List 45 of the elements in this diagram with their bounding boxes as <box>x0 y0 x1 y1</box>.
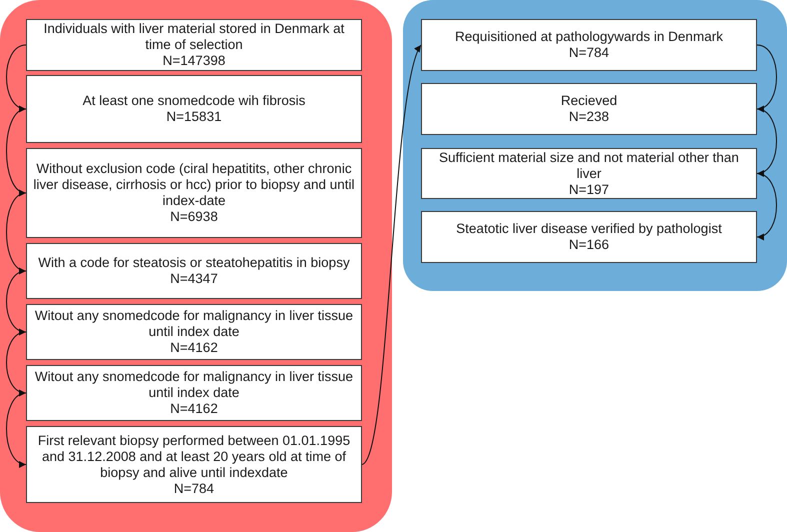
arrow <box>6 270 26 334</box>
process-box <box>421 83 757 135</box>
count-text: N=784 <box>174 480 214 496</box>
count-text: N=4347 <box>170 271 218 287</box>
criterion-text: With a code for steatosis or steatohepatitis in biopsy <box>38 255 350 271</box>
count-text: N=238 <box>568 109 610 125</box>
count-text: N=15831 <box>166 109 222 125</box>
arrow <box>756 173 777 239</box>
criterion-text: Without exclusion code (ciral hepatitits, other chronic liver disease, cirrhosis or hcc) prior to biopsy and until index-date <box>32 161 356 209</box>
arrow <box>6 332 26 396</box>
count-text: N=147398 <box>162 53 226 69</box>
count-text: N=4162 <box>170 340 218 356</box>
arrow <box>6 44 26 111</box>
process-box <box>26 365 362 421</box>
arrow <box>362 44 422 465</box>
arrow <box>756 44 777 111</box>
criterion-text: Witout any snomedcode for malignancy in liver tissue until index date <box>34 308 354 340</box>
process-box <box>26 243 362 299</box>
count-text: N=166 <box>568 237 610 253</box>
group-panel <box>0 0 392 532</box>
criterion-text: First relevant biopsy performed between 01.01.1995 and 31.12.2008 and at least 20 years old at time of biopsy and alive until indexdate <box>36 432 352 480</box>
arrow <box>6 108 26 194</box>
process-box <box>26 426 362 503</box>
process-box <box>26 75 362 143</box>
count-text: N=6938 <box>170 209 218 225</box>
process-box <box>421 148 757 199</box>
criterion-text: Requisitioned at pathologywards in Denmark <box>455 29 723 45</box>
criterion-text: Steatotic liver disease verified by pathologist <box>456 221 722 237</box>
criterion-text: Sufficient material size and not material other than liver <box>438 150 740 182</box>
arrow <box>6 392 26 466</box>
arrow <box>756 108 777 176</box>
criterion-text: At least one snomedcode wih fibrosis <box>82 93 306 109</box>
group-panel <box>403 0 787 291</box>
process-box <box>26 148 362 238</box>
process-box <box>26 19 362 71</box>
count-text: N=784 <box>568 45 610 61</box>
criterion-text: Witout any snomedcode for malignancy in liver tissue until index date <box>34 369 354 401</box>
process-box <box>421 211 757 263</box>
criterion-text: Individuals with liver material stored in Denmark at time of selection <box>42 21 346 53</box>
process-box <box>26 304 362 360</box>
count-text: N=4162 <box>170 401 218 417</box>
arrow <box>6 192 26 273</box>
criterion-text: Recieved <box>560 93 618 109</box>
process-box <box>421 19 757 71</box>
count-text: N=197 <box>568 182 610 198</box>
